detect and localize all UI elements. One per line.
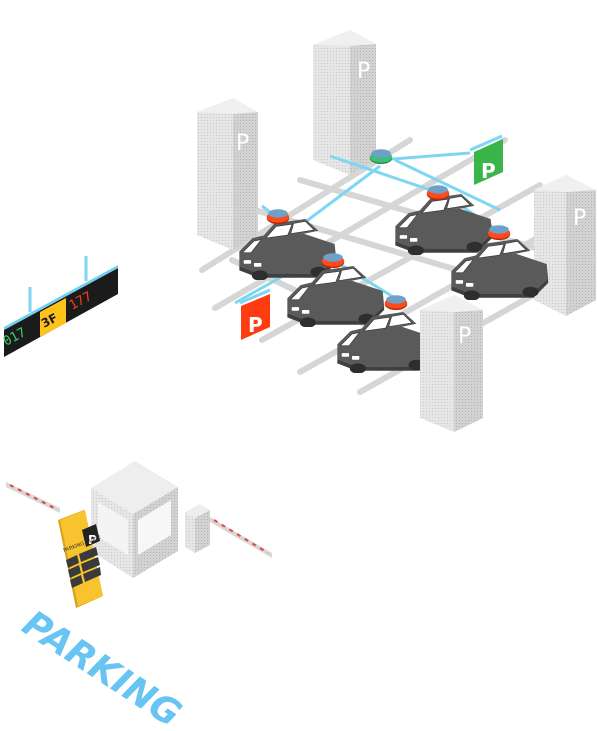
pillar-label: P — [573, 206, 586, 231]
occupied-sensor-icon — [384, 295, 408, 310]
car — [394, 193, 493, 255]
pillar-label: P — [357, 59, 370, 84]
vacant-parking-sign: P — [474, 139, 503, 185]
floor-label: 3F — [39, 311, 60, 331]
pillar-back-left: P — [197, 98, 258, 250]
pillar-front: P — [420, 295, 483, 432]
occupied-sensor-icon — [321, 253, 345, 268]
parking-gate-system — [6, 461, 272, 578]
pillar-label: P — [458, 324, 471, 349]
sign-label: P — [248, 313, 263, 337]
occupied-sensor-icon — [426, 185, 450, 200]
kiosk-floor-panels — [66, 547, 101, 588]
floor-guidance-display: 017 3F 177 — [1, 256, 118, 357]
kiosk-logo: P — [88, 533, 97, 547]
pillar-label: P — [236, 131, 249, 156]
vacant-sensor-icon — [369, 149, 393, 164]
parking-title: PARKING — [15, 603, 188, 731]
parking-guide-kiosk: P PARKING GUIDE — [58, 510, 103, 608]
pillar-back-right: P — [534, 175, 596, 316]
occupied-sensor-icon — [266, 209, 290, 224]
full-parking-sign: P — [241, 294, 270, 340]
pillar-back-center: P — [313, 30, 376, 175]
sign-label: P — [481, 159, 496, 183]
occupied-sensor-icon — [487, 225, 511, 240]
